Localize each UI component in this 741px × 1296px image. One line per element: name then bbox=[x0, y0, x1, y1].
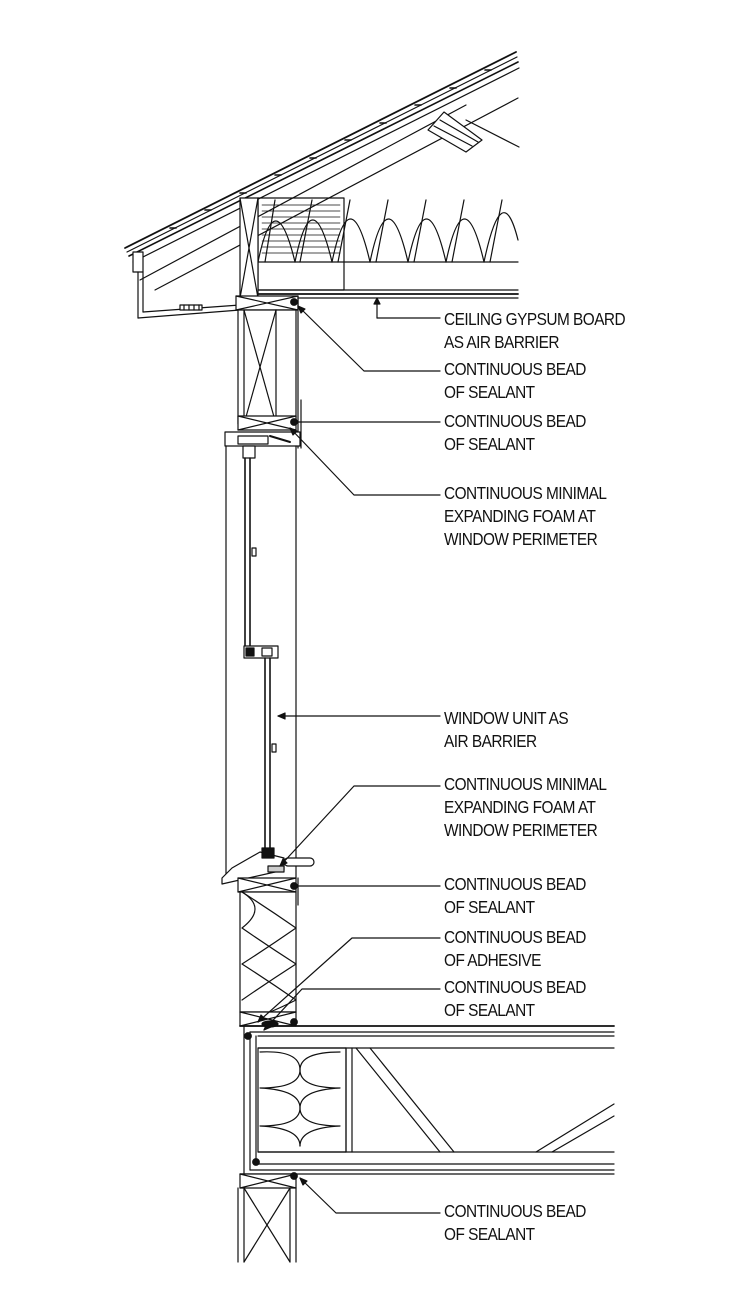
callout-line: OF SEALANT bbox=[444, 897, 535, 917]
callout-line: OF SEALANT bbox=[444, 434, 535, 454]
roof-assembly bbox=[124, 51, 520, 319]
floor-assembly bbox=[239, 1025, 615, 1175]
callout-line: CONTINUOUS MINIMAL bbox=[444, 774, 607, 794]
callout-sealant-header: CONTINUOUS BEAD OF SEALANT bbox=[444, 410, 586, 456]
callout-line: CONTINUOUS BEAD bbox=[444, 411, 586, 431]
callout-line: CONTINUOUS BEAD bbox=[444, 359, 586, 379]
callout-line: OF ADHESIVE bbox=[444, 950, 541, 970]
callout-line: EXPANDING FOAM AT bbox=[444, 797, 596, 817]
callout-line: CONTINUOUS MINIMAL bbox=[444, 483, 607, 503]
callout-line: WINDOW PERIMETER bbox=[444, 529, 598, 549]
bottom-wall bbox=[237, 1172, 298, 1263]
callout-window-unit: WINDOW UNIT AS AIR BARRIER bbox=[444, 707, 569, 753]
callout-line: CEILING GYPSUM BOARD bbox=[444, 309, 626, 329]
callout-line: OF SEALANT bbox=[444, 382, 535, 402]
callout-line: CONTINUOUS BEAD bbox=[444, 874, 586, 894]
callout-foam-head: CONTINUOUS MINIMAL EXPANDING FOAM AT WIN… bbox=[444, 482, 607, 551]
callout-line: OF SEALANT bbox=[444, 1224, 535, 1244]
callout-line: EXPANDING FOAM AT bbox=[444, 506, 596, 526]
callout-line: WINDOW PERIMETER bbox=[444, 820, 598, 840]
lower-wall bbox=[237, 877, 299, 1028]
callout-line: OF SEALANT bbox=[444, 1000, 535, 1020]
callout-line: WINDOW UNIT AS bbox=[444, 708, 569, 728]
callout-line: CONTINUOUS BEAD bbox=[444, 1201, 586, 1221]
upper-wall bbox=[235, 197, 302, 449]
window-unit bbox=[221, 431, 315, 885]
callout-adhesive: CONTINUOUS BEAD OF ADHESIVE bbox=[444, 926, 586, 972]
callout-ceiling-gypsum: CEILING GYPSUM BOARD AS AIR BARRIER bbox=[444, 308, 626, 354]
callout-line: AIR BARRIER bbox=[444, 731, 537, 751]
callout-sealant-sill: CONTINUOUS BEAD OF SEALANT bbox=[444, 873, 586, 919]
callout-sealant-floor: CONTINUOUS BEAD OF SEALANT bbox=[444, 976, 586, 1022]
leader-lines bbox=[257, 305, 441, 1214]
callout-sealant-bottom: CONTINUOUS BEAD OF SEALANT bbox=[444, 1200, 586, 1246]
callout-foam-sill: CONTINUOUS MINIMAL EXPANDING FOAM AT WIN… bbox=[444, 773, 607, 842]
callout-line: CONTINUOUS BEAD bbox=[444, 977, 586, 997]
callout-sealant-top-plate: CONTINUOUS BEAD OF SEALANT bbox=[444, 358, 586, 404]
callout-line: AS AIR BARRIER bbox=[444, 332, 560, 352]
callout-line: CONTINUOUS BEAD bbox=[444, 927, 586, 947]
